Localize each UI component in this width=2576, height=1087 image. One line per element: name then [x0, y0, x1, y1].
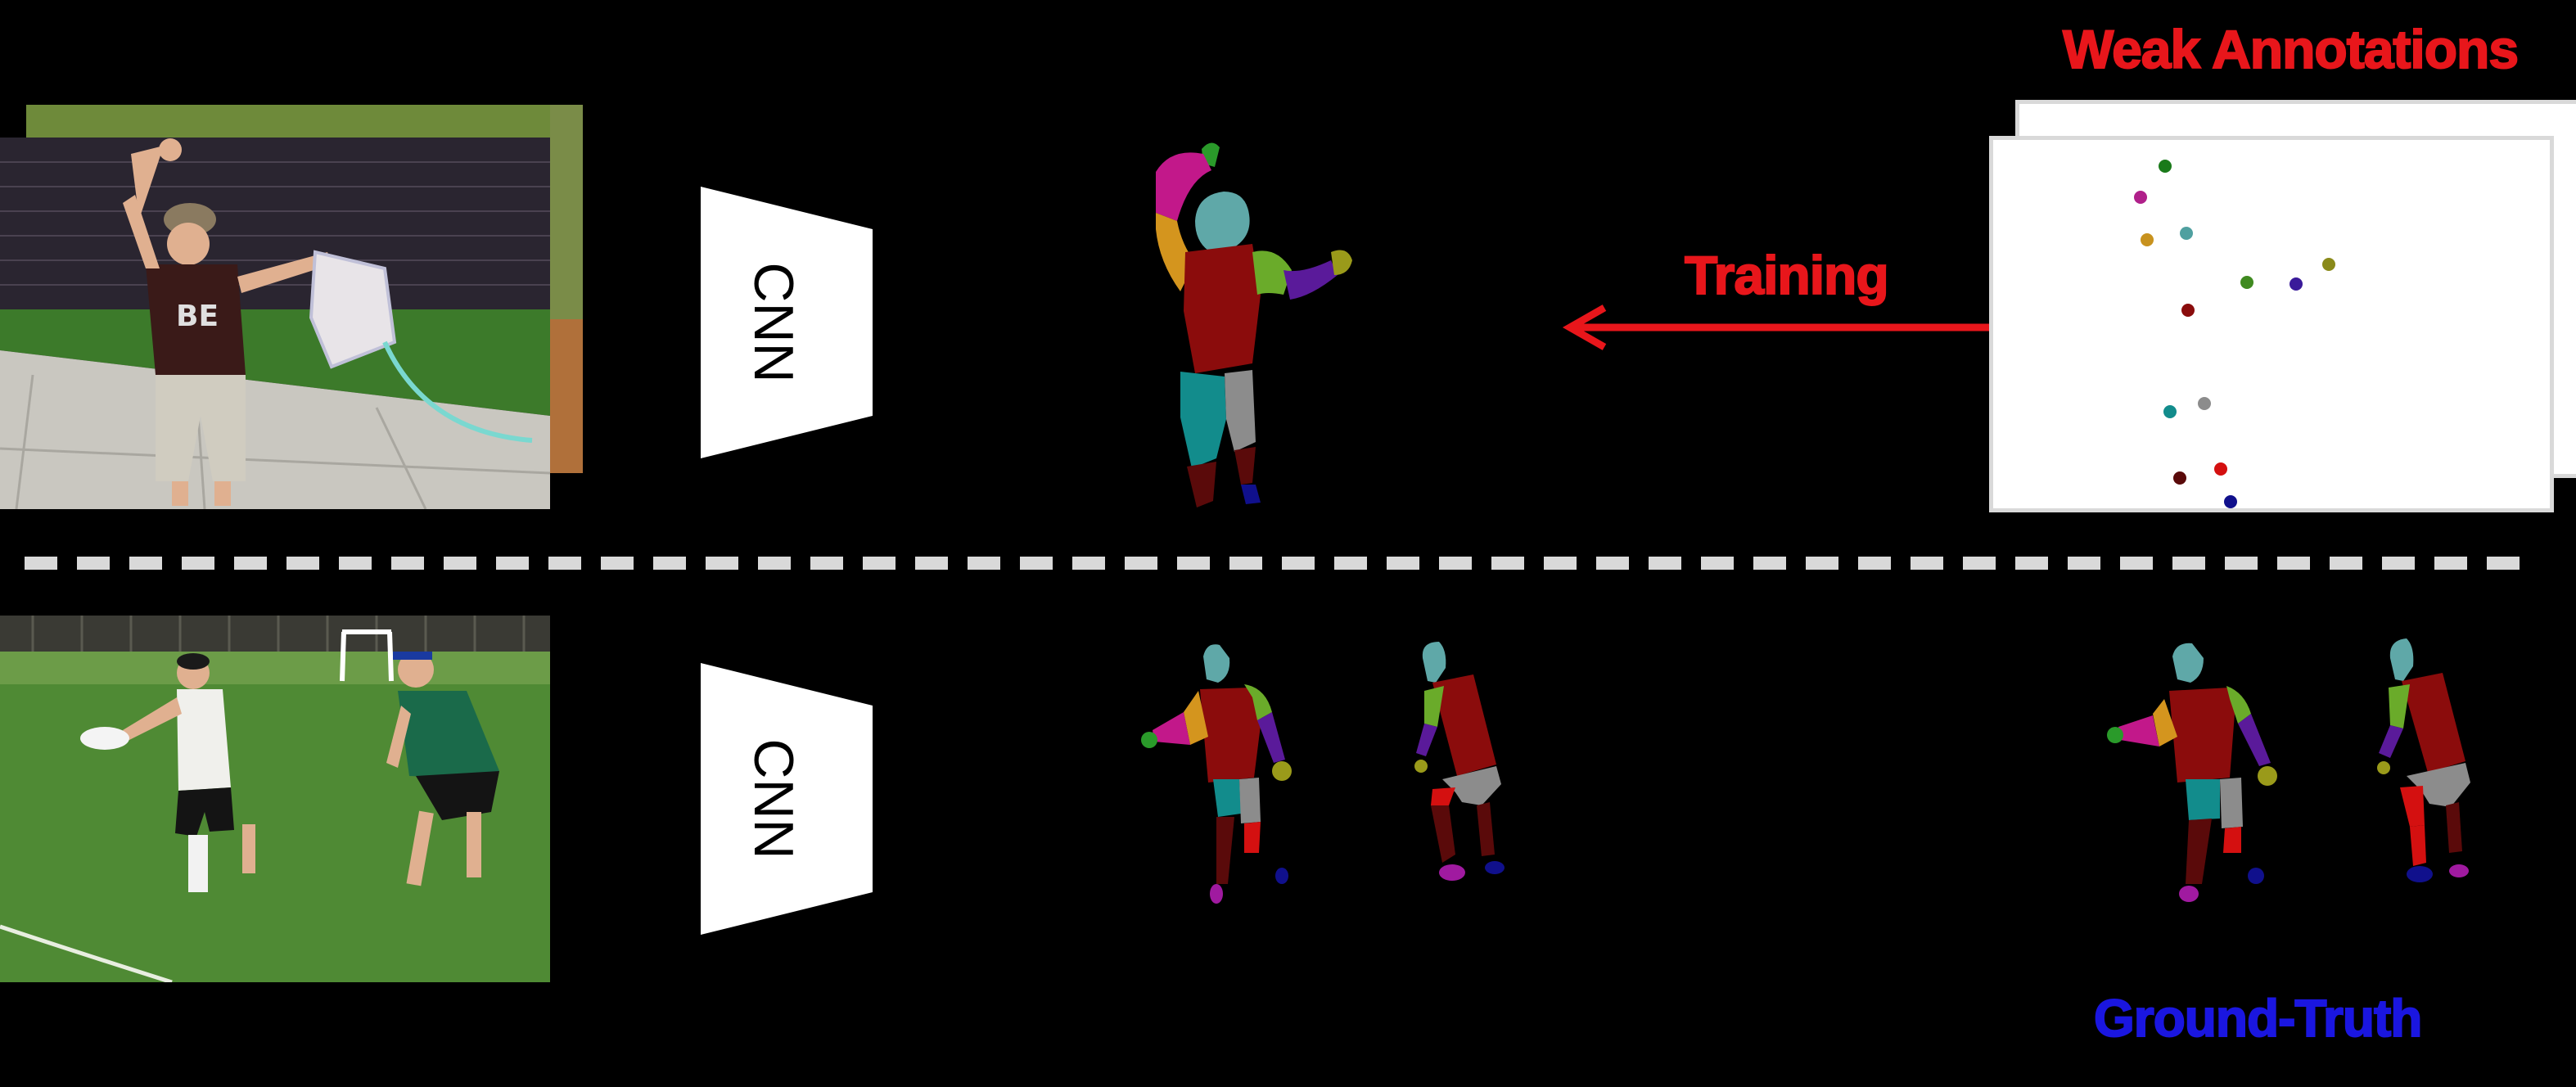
part-lower-arm-raised	[1156, 152, 1211, 221]
cnn-label-bottom: CNN	[742, 738, 805, 859]
keypoint-head	[2134, 191, 2147, 204]
svg-text:BE: BE	[176, 300, 219, 333]
keypoint-head-top	[2159, 160, 2172, 173]
gt-person-2	[2377, 638, 2470, 882]
input-photo-kite-boy: BE	[0, 105, 583, 509]
training-arrow	[1562, 304, 2010, 350]
keypoint-hip	[2181, 304, 2195, 317]
cnn-label-top: CNN	[742, 262, 805, 382]
annotation-card-front	[1989, 136, 2554, 512]
keypoint-neck	[2180, 227, 2193, 240]
predicted-person-2	[1414, 642, 1505, 881]
part-lower-leg-a	[1187, 462, 1216, 507]
keypoint-ankle2	[2214, 462, 2227, 476]
dashed-divider	[25, 557, 2538, 570]
keypoint-shoulder	[2141, 233, 2154, 246]
input-photo-frisbee	[0, 616, 550, 982]
cnn-block-bottom: CNN	[701, 663, 873, 935]
keypoint-hand	[2322, 258, 2335, 271]
part-lower-arm-out	[1283, 260, 1338, 300]
part-hand-out	[1331, 250, 1352, 275]
part-head	[1195, 192, 1250, 250]
part-upper-arm-out	[1252, 250, 1292, 295]
keypoint-ankle	[2173, 471, 2186, 485]
keypoint-knee2	[2198, 397, 2211, 410]
predicted-person-1	[1141, 644, 1292, 904]
keypoint-wrist	[2290, 277, 2303, 291]
ground-truth-segmentation	[2107, 638, 2470, 902]
training-label: Training	[1684, 244, 1890, 306]
predicted-segmentation-bottom	[1141, 642, 1505, 904]
keypoint-foot	[2224, 495, 2237, 508]
part-lower-leg-b	[1234, 447, 1256, 485]
weak-annotations-label: Weak Annotations	[2062, 18, 2520, 80]
part-foot-b	[1241, 485, 1261, 504]
keypoint-knee	[2163, 405, 2177, 418]
keypoint-elbow	[2240, 276, 2253, 289]
part-upper-leg-b	[1225, 370, 1256, 452]
predicted-segmentation-top	[1156, 142, 1352, 507]
gt-person-1	[2107, 643, 2277, 902]
cnn-block-top: CNN	[701, 187, 873, 458]
part-upper-leg-a	[1180, 372, 1226, 468]
part-torso	[1184, 244, 1261, 373]
ground-truth-label: Ground-Truth	[2093, 988, 2423, 1049]
